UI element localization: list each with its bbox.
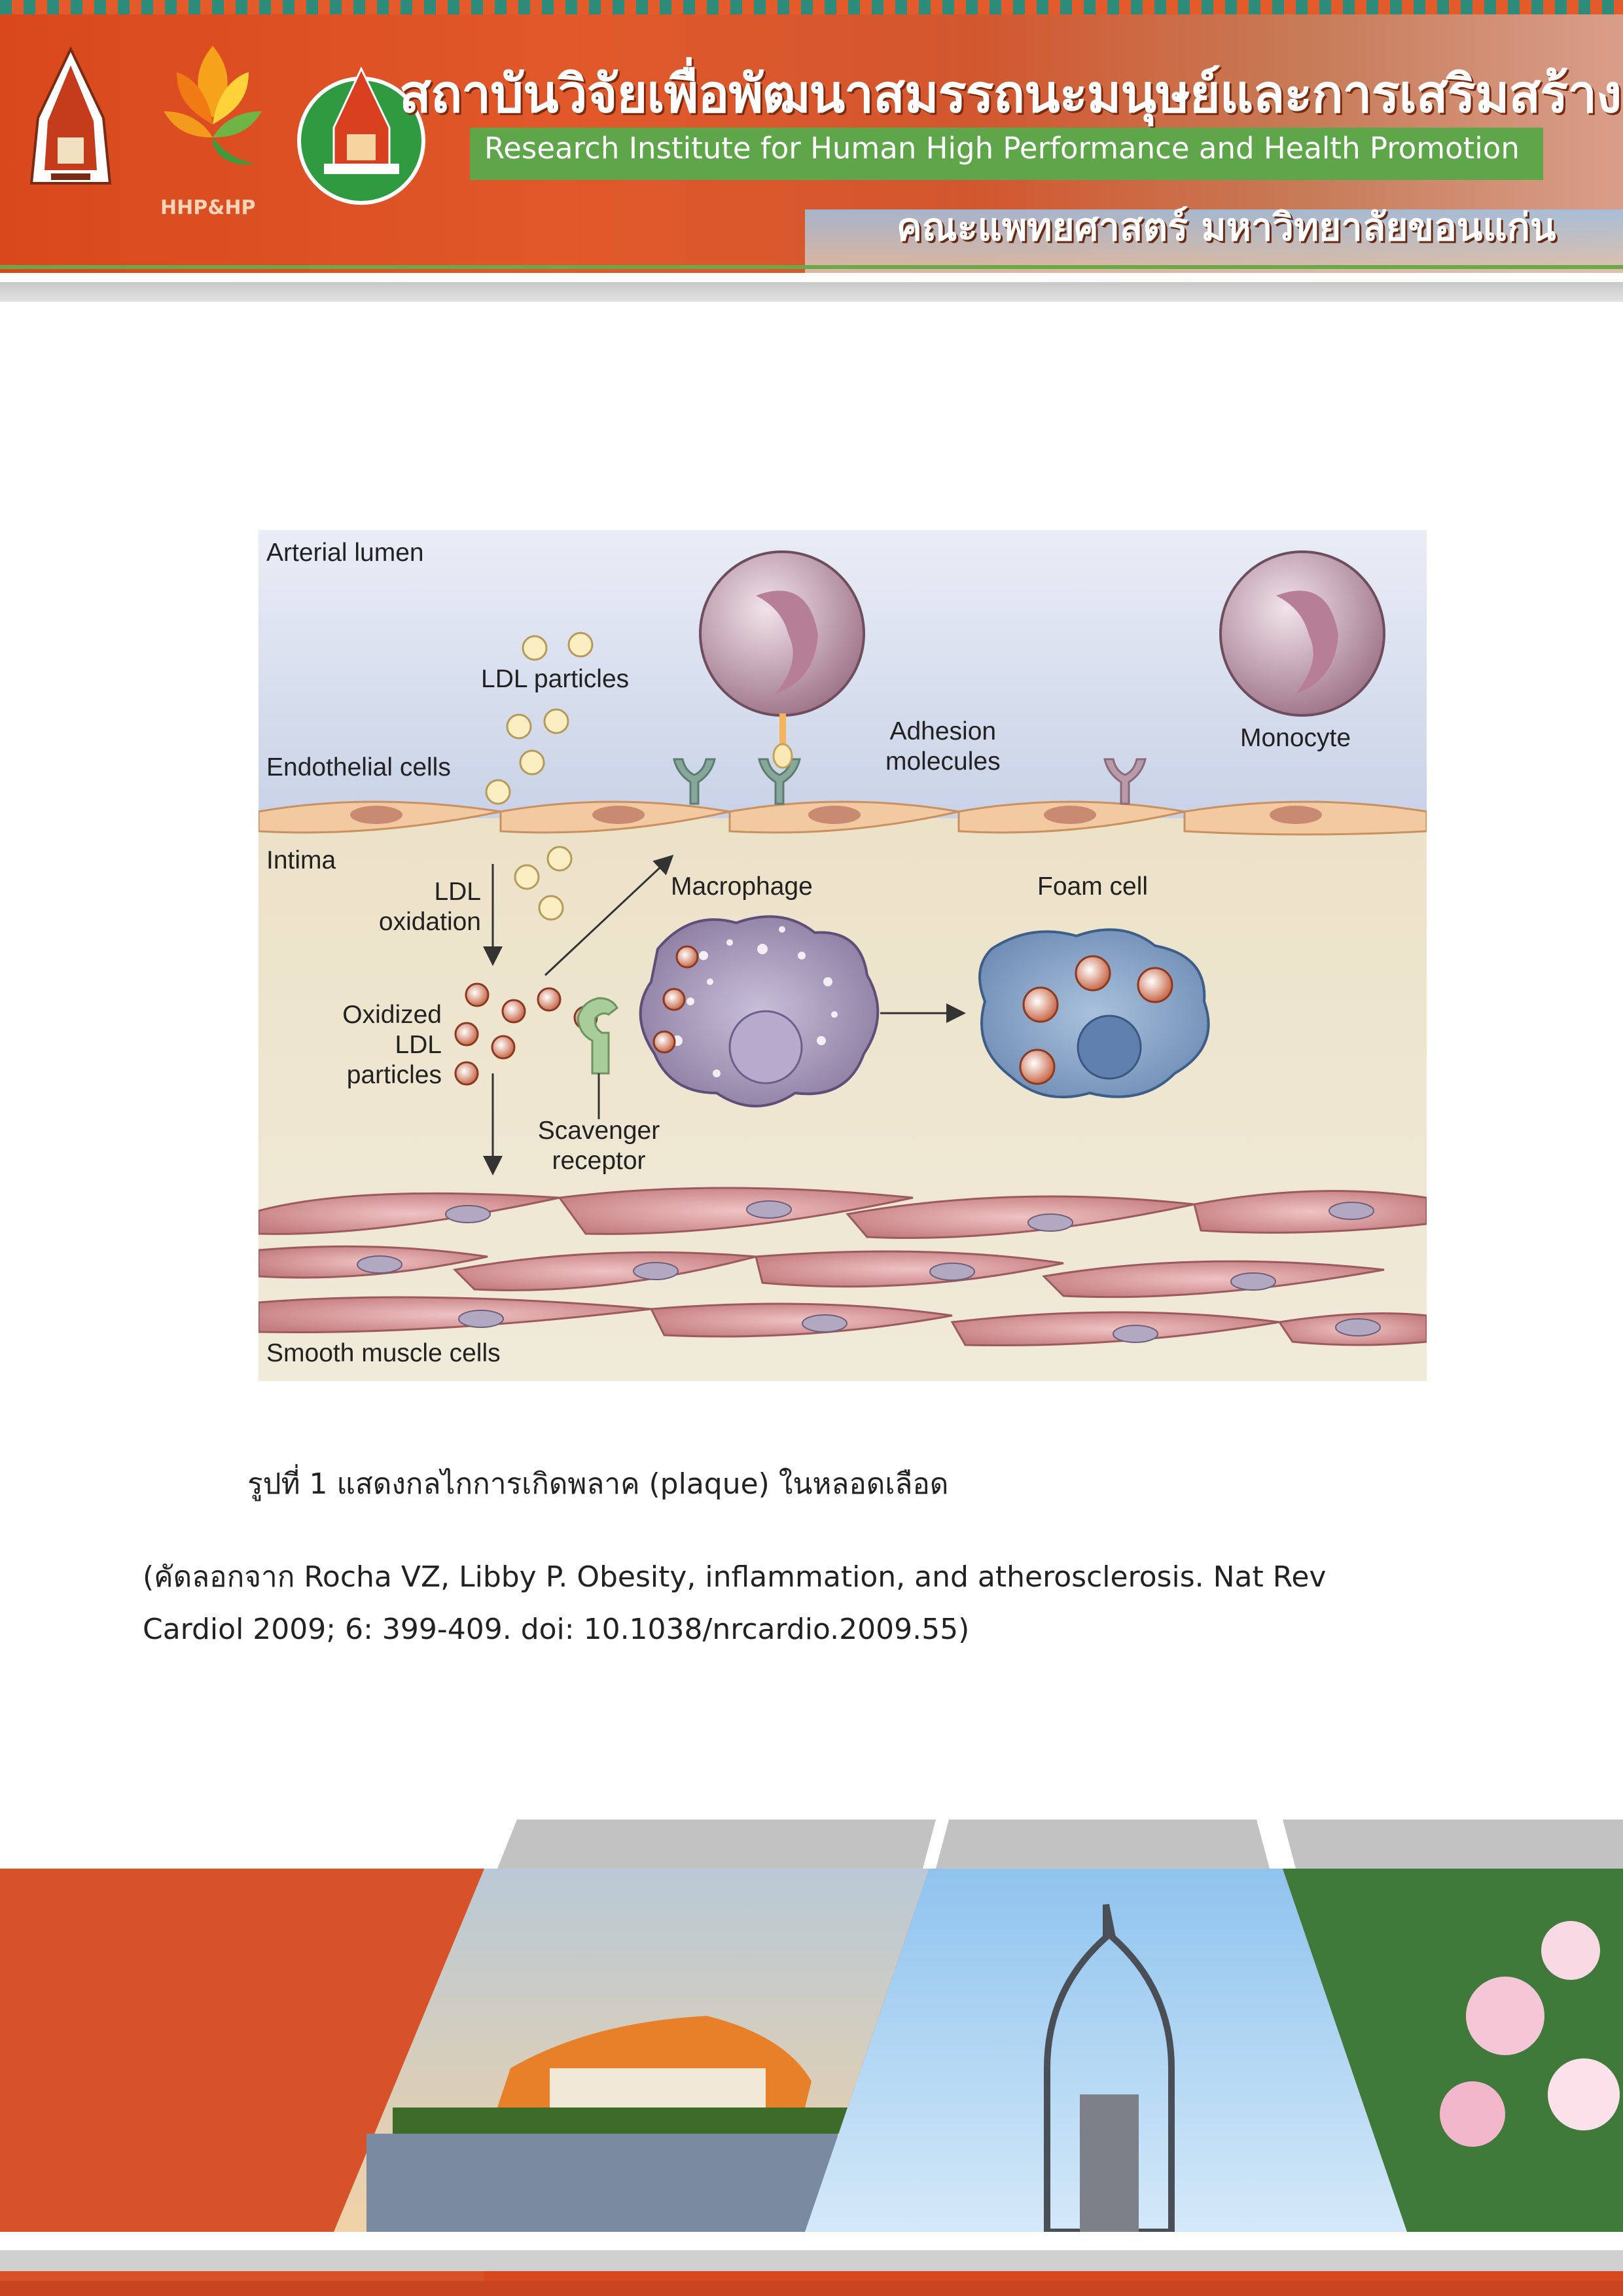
institute-title-thai: สถาบันวิจัยเพื่อพัฒนาสมรรถนะมนุษย์และการ… [399,63,1623,124]
label-ldl-oxidation-line1: LDL [434,878,481,906]
label-endothelial-cells: Endothelial cells [266,753,451,781]
figure-caption: รูปที่ 1 แสดงกลไกการเกิดพลาค (plaque) ใน… [247,1467,949,1501]
adhesion-molecule-shapes [673,758,1147,805]
monocyte-free [1219,550,1385,717]
header-grey-stripe [0,282,1623,302]
label-adhesion-line2: molecules [885,747,1001,776]
ldl-particle-group [485,632,594,921]
label-foam-cell: Foam cell [1037,872,1149,901]
footer-graphic [0,1820,1623,2296]
diagram-illustration [259,530,1427,1381]
oxidized-ldl-particle-group [454,982,598,1086]
label-intima: Intima [266,846,336,874]
label-ldl-oxidation: LDL oxidation [366,877,481,937]
citation-line-2: Cardiol 2009; 6: 399-409. doi: 10.1038/n… [143,1613,970,1646]
header-banner: HHP&HP สถาบันวิจัยเพื่อพัฒนาสมรรถนะมนุษย… [0,0,1623,308]
citation-line-1: (คัดลอกจาก Rocha VZ, Libby P. Obesity, i… [143,1560,1327,1594]
endothelial-cell-layer [259,800,1427,836]
label-arterial-lumen: Arterial lumen [266,539,424,567]
footer-banner [0,1820,1623,2296]
faculty-medicine-logo [297,66,425,205]
label-monocyte: Monocyte [1240,724,1351,752]
institute-title-english-box [470,128,1543,180]
label-scavenger-receptor: Scavenger receptor [530,1116,668,1176]
faculty-title-thai: คณะแพทยศาสตร์ มหาวิทยาลัยขอนแก่น [897,205,1556,249]
label-scavenger-line1: Scavenger [537,1117,660,1145]
hhp-logo [164,46,262,165]
label-ldl-particles: LDL particles [481,665,630,693]
atherosclerosis-diagram: Arterial lumen LDL particles Endothelial… [259,530,1427,1381]
kku-logo [29,46,112,185]
label-oxidized-ldl: Oxidized LDL particles [311,1000,442,1090]
label-smooth-muscle-cells: Smooth muscle cells [266,1339,501,1367]
label-macrophage: Macrophage [671,872,813,901]
header-green-line [0,265,1623,269]
label-oxidized-line3: particles [346,1061,442,1089]
header-photo-strip [805,209,1623,273]
label-adhesion-molecules: Adhesion molecules [885,717,1001,777]
label-oxidized-line2: LDL [395,1031,442,1059]
figure-citation: (คัดลอกจาก Rocha VZ, Libby P. Obesity, i… [143,1551,1491,1656]
institute-title-english: Research Institute for Human High Perfor… [484,131,1520,166]
scavenger-receptor-shape [577,997,618,1075]
label-adhesion-line1: Adhesion [889,717,997,745]
label-oxidized-line1: Oxidized [342,1001,442,1029]
label-ldl-oxidation-line2: oxidation [378,908,481,936]
label-scavenger-line2: receptor [552,1147,646,1175]
smooth-muscle-cell-layer [259,1187,1427,1347]
decorative-pattern-top [0,0,1623,14]
hhp-logo-text: HHP&HP [160,196,256,219]
header-white-stripe [0,273,1623,282]
